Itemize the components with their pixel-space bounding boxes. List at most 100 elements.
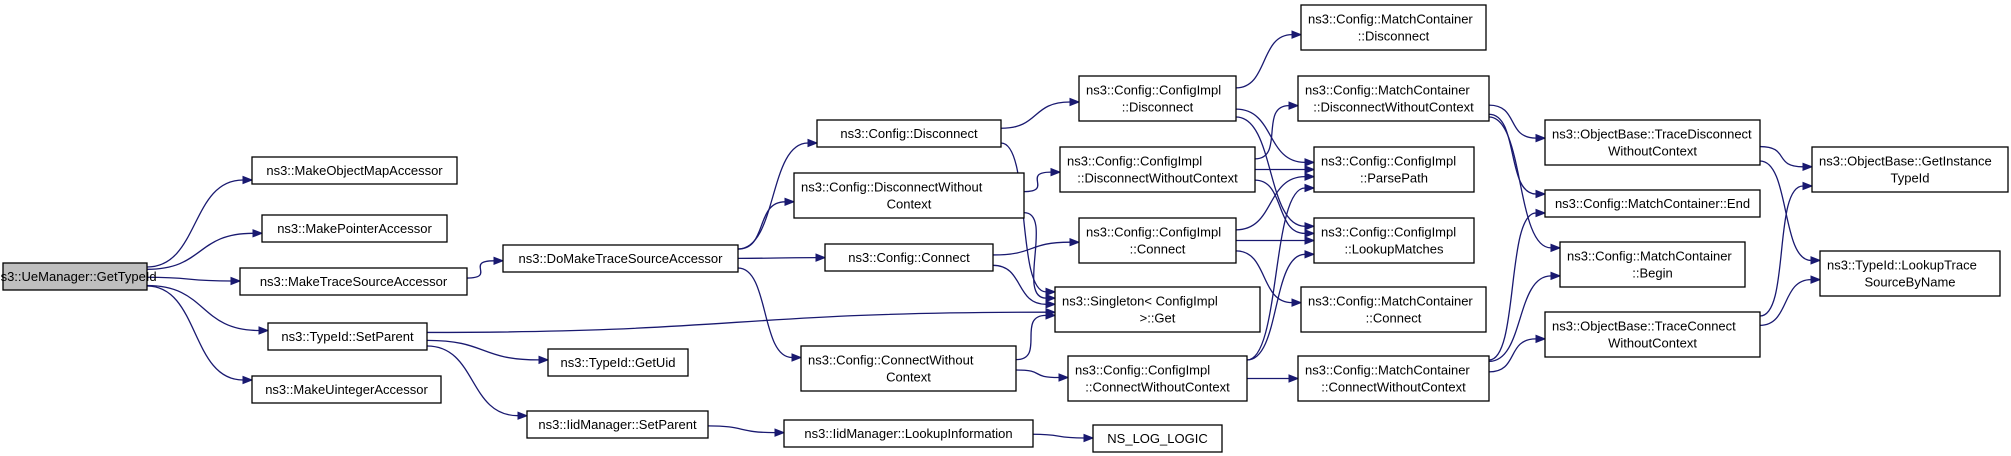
node-root: ns3::UeManager::GetTypeId [0, 262, 157, 291]
edge-line [426, 345, 519, 417]
edge-line [146, 284, 260, 332]
edge-impl-disconnect-wc-to-impl-lookupmatches [1254, 179, 1316, 238]
edge-cfg-disconnect-wc-to-impl-disconnect-wc [1023, 167, 1062, 193]
node-label-line: SourceByName [1864, 275, 1955, 290]
edge-iid-lookupinfo-to-ns-log-logic [1032, 433, 1095, 443]
edge-impl-connect-to-impl-lookupmatches [1236, 236, 1316, 245]
node-label-line: ns3::DoMakeTraceSourceAccessor [519, 251, 724, 266]
node-box [783, 419, 1034, 448]
edge-line [737, 256, 817, 259]
edge-line [1235, 33, 1293, 89]
node-box [267, 322, 428, 351]
edge-cfg-disconnect-to-singleton-get [1000, 142, 1057, 297]
node-singleton-get[interactable]: ns3::Singleton< ConfigImpl>::Get [1054, 286, 1261, 333]
edge-line [1235, 108, 1306, 164]
edge-line [1246, 187, 1306, 361]
node-label-line: ns3::Config::ConnectWithout [808, 353, 974, 368]
node-box [1059, 146, 1256, 193]
edge-ob-traceconnect-wc-to-tid-lookuptrace [1759, 275, 1822, 326]
node-ob-traceconnect-wc[interactable]: ns3::ObjectBase::TraceConnectWithoutCont… [1544, 311, 1761, 358]
node-box [1544, 311, 1761, 358]
edge-line [466, 260, 495, 279]
node-mc-disconnect[interactable]: ns3::Config::MatchContainer::Disconnect [1300, 4, 1487, 51]
node-iid-setparent[interactable]: ns3::IidManager::SetParent [526, 410, 709, 439]
node-box [502, 244, 739, 273]
edge-root-to-tid-setparent [146, 284, 270, 335]
edge-mc-disconnect-wc-to-mc-begin [1488, 116, 1562, 253]
node-impl-connect[interactable]: ns3::Config::ConfigImpl::Connect [1078, 217, 1237, 264]
node-label-line: ns3::Config::DisconnectWithout [801, 180, 983, 195]
node-mkobjmap[interactable]: ns3::MakeObjectMapAccessor [251, 156, 458, 185]
edge-line [707, 425, 776, 434]
edge-ob-tracedisconnect-wc-to-tid-lookuptrace [1759, 160, 1822, 265]
node-impl-connect-wc[interactable]: ns3::Config::ConfigImpl::ConnectWithoutC… [1067, 355, 1248, 402]
edge-line [146, 285, 244, 381]
node-label-line: ns3::Config::MatchContainer [1567, 249, 1732, 264]
node-box [1313, 217, 1475, 264]
node-cfg-disconnect-wc[interactable]: ns3::Config::DisconnectWithoutContext [793, 172, 1025, 219]
edge-arrowhead [1045, 287, 1057, 297]
edge-arrowhead [1083, 433, 1095, 443]
node-impl-parsepath[interactable]: ns3::Config::ConfigImpl::ParsePath [1313, 146, 1475, 193]
edge-arrowhead [1535, 208, 1547, 218]
node-label-line: ns3::Config::MatchContainer [1305, 363, 1470, 378]
edge-arrowhead [1045, 300, 1057, 309]
node-box [1313, 146, 1475, 193]
node-impl-disconnect-wc[interactable]: ns3::Config::ConfigImpl::DisconnectWitho… [1059, 146, 1256, 193]
node-label-line: ::ConnectWithoutContext [1085, 380, 1230, 395]
node-cfg-disconnect[interactable]: ns3::Config::Disconnect [816, 119, 1002, 148]
node-label-line: NS_LOG_LOGIC [1107, 431, 1207, 446]
edge-ob-traceconnect-wc-to-ob-getinstancetypeid [1759, 181, 1814, 317]
edge-arrowhead [1304, 236, 1316, 245]
node-box [1078, 75, 1237, 122]
edge-arrowhead [1058, 373, 1070, 382]
edge-arrowhead [1291, 30, 1303, 39]
node-tid-setparent[interactable]: ns3::TypeId::SetParent [267, 322, 428, 351]
node-label-line: ns3::MakeUintegerAccessor [265, 382, 428, 397]
edge-mc-disconnect-wc-to-ob-tracedisconnect-wc [1488, 104, 1547, 143]
node-mc-connect-wc[interactable]: ns3::Config::MatchContainer::ConnectWith… [1297, 355, 1490, 402]
node-label-line: ns3::Config::MatchContainer [1308, 12, 1473, 27]
node-box [251, 156, 458, 185]
node-cfg-connect[interactable]: ns3::Config::Connect [824, 243, 994, 272]
node-impl-disconnect[interactable]: ns3::Config::ConfigImpl::Disconnect [1078, 75, 1237, 122]
node-domake[interactable]: ns3::DoMakeTraceSourceAccessor [502, 244, 739, 273]
node-mkptr[interactable]: ns3::MakePointerAccessor [261, 214, 448, 243]
edge-line [1015, 314, 1047, 361]
edge-cfg-disconnect-wc-to-singleton-get [1023, 211, 1057, 303]
node-label-line: ns3::ObjectBase::TraceConnect [1552, 319, 1736, 334]
node-label-line: ns3::Config::ConfigImpl [1067, 154, 1202, 169]
node-iid-lookupinfo[interactable]: ns3::IidManager::LookupInformation [783, 419, 1034, 448]
node-impl-lookupmatches[interactable]: ns3::Config::ConfigImpl::LookupMatches [1313, 217, 1475, 264]
node-mc-begin[interactable]: ns3::Config::MatchContainer::Begin [1559, 241, 1746, 288]
node-box [824, 243, 994, 272]
node-label-line: ns3::Config::Connect [848, 250, 970, 265]
node-mkuint[interactable]: ns3::MakeUintegerAccessor [251, 375, 442, 404]
node-cfg-connect-wc[interactable]: ns3::Config::ConnectWithoutContext [800, 345, 1017, 392]
edge-mc-connect-wc-to-ob-traceconnect-wc [1488, 334, 1547, 373]
edge-mc-connect-wc-to-mc-end [1488, 208, 1547, 361]
node-mc-end[interactable]: ns3::Config::MatchContainer::End [1544, 189, 1761, 218]
node-mc-disconnect-wc[interactable]: ns3::Config::MatchContainer::DisconnectW… [1297, 75, 1490, 122]
edge-arrowhead [807, 138, 819, 148]
node-mc-connect[interactable]: ns3::Config::MatchContainer::Connect [1300, 286, 1487, 333]
node-label-line: ns3::MakeTraceSourceAccessor [260, 274, 448, 289]
node-box [1300, 4, 1487, 51]
node-box [1811, 146, 2009, 193]
edge-line [426, 311, 1047, 334]
node-box [1819, 250, 2001, 297]
node-box [793, 172, 1025, 219]
node-ob-tracedisconnect-wc[interactable]: ns3::ObjectBase::TraceDisconnectWithoutC… [1544, 119, 1761, 166]
node-label-line: ns3::IidManager::LookupInformation [804, 426, 1012, 441]
edge-arrowhead [1304, 229, 1316, 238]
node-ns-log-logic[interactable]: NS_LOG_LOGIC [1092, 424, 1223, 453]
node-mktrace[interactable]: ns3::MakeTraceSourceAccessor [239, 267, 468, 296]
node-label-line: ns3::Singleton< ConfigImpl [1062, 294, 1218, 309]
node-tid-getuid[interactable]: ns3::TypeId::GetUid [547, 348, 689, 377]
edge-impl-connect-to-mc-connect [1235, 250, 1303, 307]
edge-arrowhead [1304, 158, 1316, 167]
edge-line [1246, 253, 1306, 361]
